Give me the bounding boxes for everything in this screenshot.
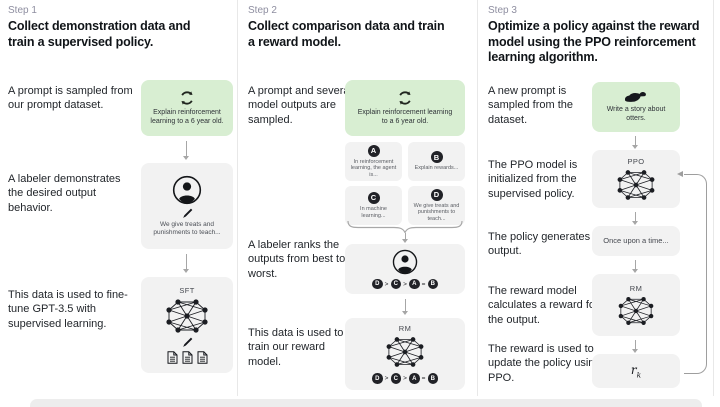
output-card-d: D We give treats and punishments to teac… (408, 186, 465, 225)
step3-annotation-generates: The policy generates an output. (488, 231, 606, 258)
step1-heading: Collect demonstration data and train a s… (8, 19, 191, 49)
ranking-row: D > C > A = B (372, 373, 438, 384)
rank-separator: > (403, 375, 407, 382)
rank-letter-badge: A (409, 373, 420, 384)
arrow-down-icon (631, 212, 640, 225)
step3-annotation-calculates: The reward model calculates a reward for… (488, 285, 599, 326)
rank-separator: = (421, 375, 426, 382)
step1-labeler-card: We give treats and punishments to teach.… (141, 163, 233, 249)
model-outputs-grid: A In reinforcement learning, the agent i… (345, 142, 465, 225)
step2-heading: Collect comparison data and train a rewa… (248, 19, 445, 49)
pencil-icon (182, 208, 192, 218)
document-icon (182, 351, 192, 364)
reward-value: rk (630, 362, 642, 380)
feedback-loop-arrowhead-icon (677, 171, 683, 177)
output-text: Explain rewards... (414, 165, 459, 172)
documents-row (167, 351, 208, 364)
rank-separator: > (403, 280, 407, 288)
neural-network-icon (166, 299, 208, 333)
step1-annotation-prompt: A prompt is sampled from our prompt data… (8, 85, 133, 112)
rank-letter-badge: C (390, 278, 401, 290)
arrow-down-icon (631, 136, 640, 149)
step3-prompt-card: Write a story about otters. (592, 82, 680, 132)
column-divider (237, 0, 238, 396)
step3-ppo-model-card: PPO (592, 150, 680, 208)
step1-prompt-card: Explain reinforcement learning to a 6 ye… (141, 80, 233, 136)
rm-label: RM (398, 324, 412, 334)
output-letter-badge: D (430, 188, 443, 201)
neural-network-icon (618, 296, 654, 325)
output-card-b: B Explain rewards... (408, 142, 465, 181)
step2-prompt-card: Explain reinforcement learning to a 6 ye… (345, 80, 465, 136)
step1-prompt-text: Explain reinforcement learning to a 6 ye… (150, 108, 224, 125)
step2-annotation-ranks: A labeler ranks the outputs from best to… (248, 239, 346, 280)
step3-annotation-new-prompt: A new prompt is sampled from the dataset… (488, 85, 573, 126)
step1-labeler-note: We give treats and punishments to teach.… (153, 220, 221, 236)
pencil-icon (182, 337, 192, 347)
arrow-down-icon (631, 340, 640, 353)
neural-network-icon (617, 169, 655, 200)
brace-icon (347, 220, 463, 233)
document-icon (197, 351, 207, 364)
output-letter-badge: A (367, 144, 380, 157)
step3-output-card: Once upon a time... (592, 226, 680, 256)
step2-annotation-train-rm: This data is used to train our reward mo… (248, 327, 344, 368)
output-card-a: A In reinforcement learning, the agent i… (345, 142, 402, 181)
arrow-down-icon (631, 260, 640, 273)
step3-prompt-text: Write a story about otters. (606, 106, 666, 122)
step3-annotation-ppo-init: The PPO model is initialized from the su… (488, 159, 578, 200)
step2-annotation-sampled: A prompt and several model outputs are s… (248, 85, 352, 126)
cycle-icon (181, 90, 193, 105)
rank-separator: = (421, 280, 426, 288)
output-text: We give treats and punishments to teach.… (413, 202, 460, 222)
output-card-c: C In machine learning... (345, 186, 402, 225)
otter-icon (624, 92, 646, 102)
next-section-card-edge (30, 399, 702, 407)
rank-letter-badge: A (409, 278, 420, 290)
rank-separator: > (384, 280, 389, 288)
column-divider (477, 0, 478, 396)
step3-annotation-update: The reward is used to update the policy … (488, 343, 601, 384)
arrow-down-icon (401, 233, 409, 243)
rank-letter-badge: D (372, 373, 383, 384)
arrow-down-icon (401, 299, 409, 315)
output-letter-badge: B (430, 151, 443, 164)
labeler-icon (172, 175, 202, 204)
arrow-down-icon (182, 254, 191, 273)
ppo-label: PPO (627, 156, 645, 166)
step3-heading: Optimize a policy against the reward mod… (488, 19, 700, 64)
ranking-row: D > C > A = B (372, 278, 438, 290)
rank-separator: > (384, 375, 389, 382)
step3-reward-card: rk (592, 354, 680, 388)
neural-network-icon (386, 337, 424, 368)
rank-letter-badge: B (427, 373, 438, 384)
step2-label: Step 2 (248, 5, 277, 16)
step2-rm-model-card: RM D > C > A = B (345, 318, 465, 390)
rank-letter-badge: B (427, 278, 438, 290)
rank-letter-badge: D (372, 278, 383, 290)
step3-label: Step 3 (488, 5, 517, 16)
step1-sft-model-card: SFT (141, 277, 233, 373)
step2-labeler-card: D > C > A = B (345, 244, 465, 294)
step3-rm-model-card: RM (592, 274, 680, 336)
sft-label: SFT (179, 286, 195, 295)
step3-output-text: Once upon a time... (603, 236, 669, 246)
step1-label: Step 1 (8, 5, 37, 16)
step2-prompt-text: Explain reinforcement learning to a 6 ye… (357, 108, 453, 125)
feedback-loop-line (684, 174, 707, 374)
labeler-icon (392, 249, 418, 274)
column-divider (713, 0, 714, 396)
rm-label: RM (629, 283, 643, 293)
output-text: In machine learning... (360, 205, 387, 219)
step1-annotation-finetune: This data is used to fine-tune GPT-3.5 w… (8, 289, 128, 330)
output-text: In reinforcement learning, the agent is.… (350, 158, 397, 178)
step1-annotation-labeler: A labeler demonstrates the desired outpu… (8, 173, 121, 214)
output-letter-badge: C (367, 191, 380, 204)
rank-letter-badge: C (390, 373, 401, 384)
document-icon (167, 351, 177, 364)
arrow-down-icon (182, 141, 191, 160)
cycle-icon (399, 90, 411, 105)
